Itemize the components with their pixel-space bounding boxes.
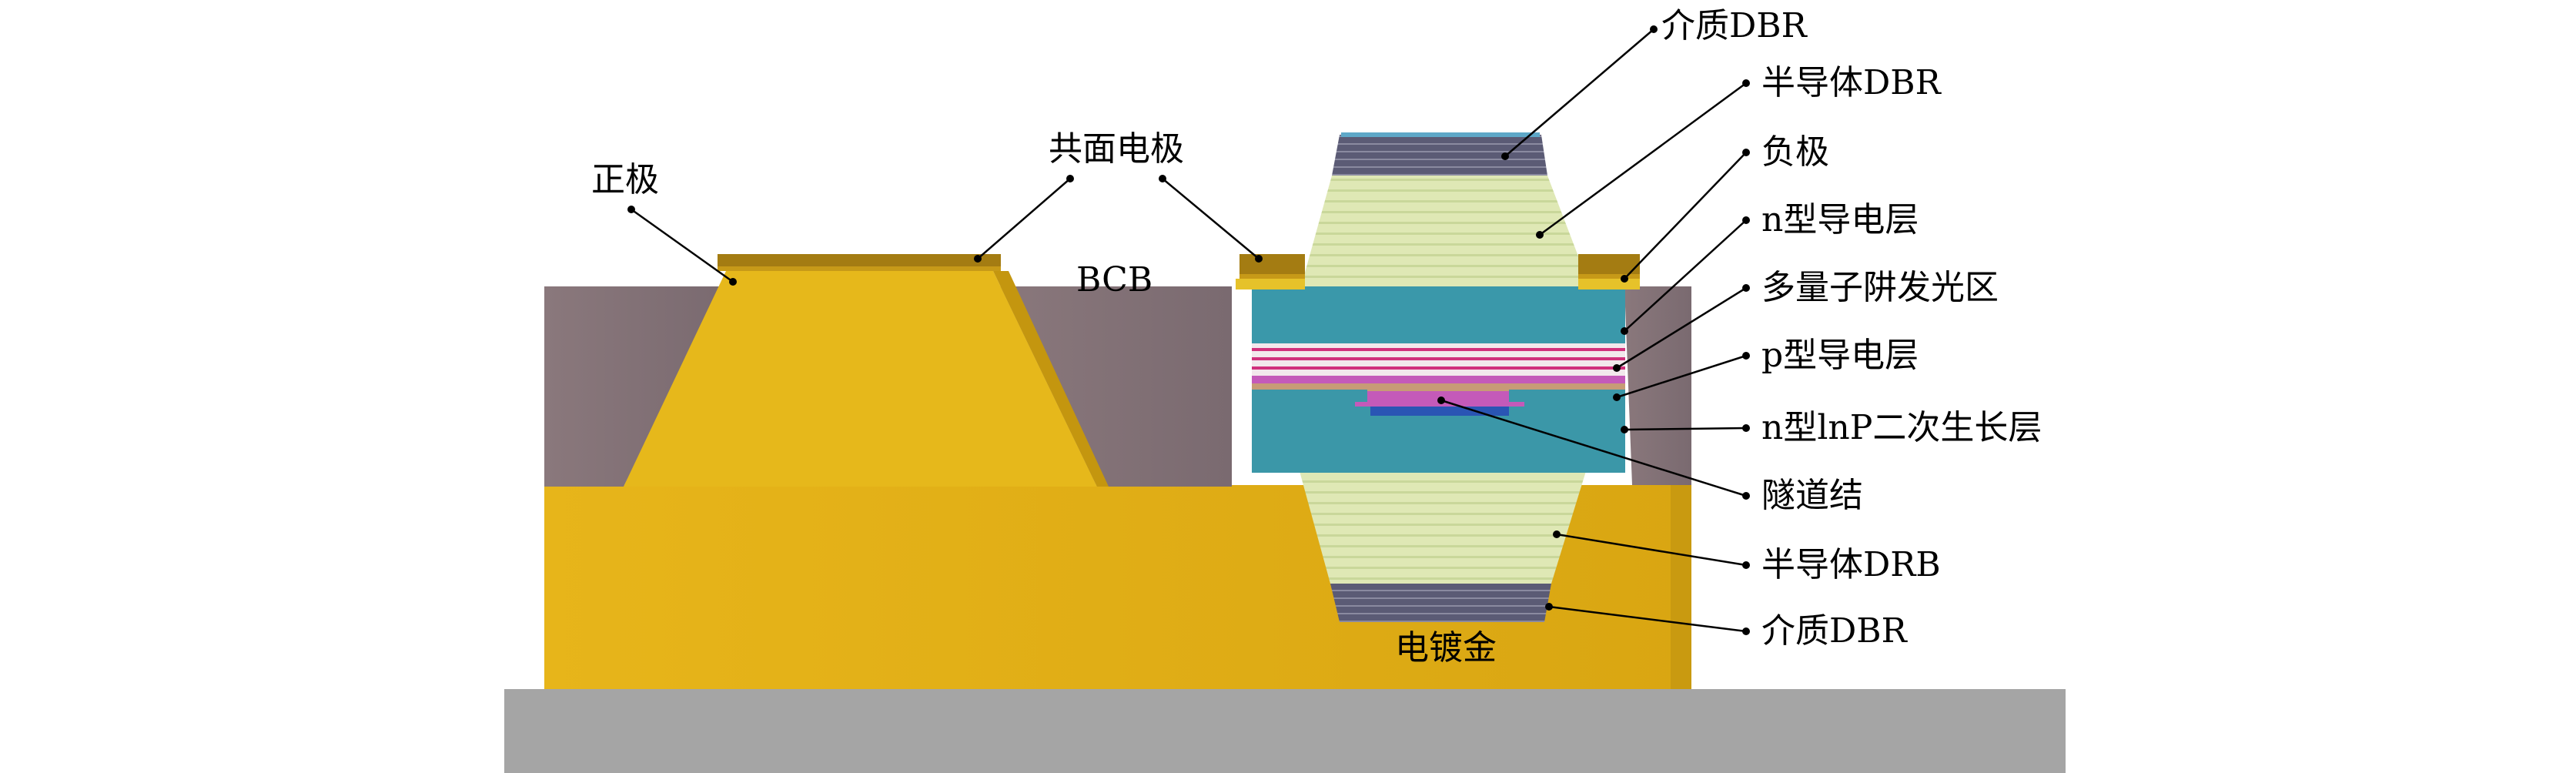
bcb-region-middle — [993, 286, 1232, 487]
bcb-label: BCB — [1076, 260, 1153, 299]
gold-pillar — [624, 271, 1097, 487]
bcb-region-right — [1624, 286, 1691, 485]
tunnel-junction — [1370, 407, 1509, 416]
mqw-active-region — [1252, 343, 1625, 376]
label-n-electrode: 负极 — [1761, 132, 1829, 172]
label-coplanar-electrode: 共面电极 — [1049, 129, 1184, 169]
label-semi-dbr-top: 半导体DBR — [1761, 63, 1942, 102]
label-semi-dbr-bottom: 半导体DRB — [1761, 545, 1941, 584]
gold-edge-right — [1671, 485, 1691, 689]
label-p-conductive: p型导电层 — [1761, 336, 1919, 375]
label-n-conductive: n型导电层 — [1761, 200, 1919, 239]
leader-lines — [631, 28, 1747, 633]
upper-semi-dbr — [1301, 176, 1590, 286]
label-n-inp-regrowth: n型lnP二次生长层 — [1761, 408, 2042, 447]
lower-semi-dbr — [1300, 471, 1586, 584]
upper-dielectric-dbr — [1332, 135, 1547, 176]
substrate — [504, 689, 2066, 773]
n-electrode-left — [1236, 254, 1305, 289]
n-conductive-layer — [1252, 286, 1625, 343]
leader-dots — [627, 25, 1750, 635]
gold-pillar-shadow — [993, 271, 1109, 487]
label-dielectric-dbr-top: 介质DBR — [1661, 6, 1808, 45]
label-dielectric-dbr-bottom: 介质DBR — [1761, 611, 1909, 651]
label-tunnel-junction: 隧道结 — [1761, 476, 1863, 515]
lower-dielectric-dbr — [1330, 584, 1551, 622]
label-mqw: 多量子阱发光区 — [1761, 268, 1999, 307]
bcb-region-left — [544, 286, 726, 487]
electroplated-gold-label: 电镀金 — [1395, 628, 1497, 668]
label-p-electrode: 正极 — [591, 160, 659, 199]
